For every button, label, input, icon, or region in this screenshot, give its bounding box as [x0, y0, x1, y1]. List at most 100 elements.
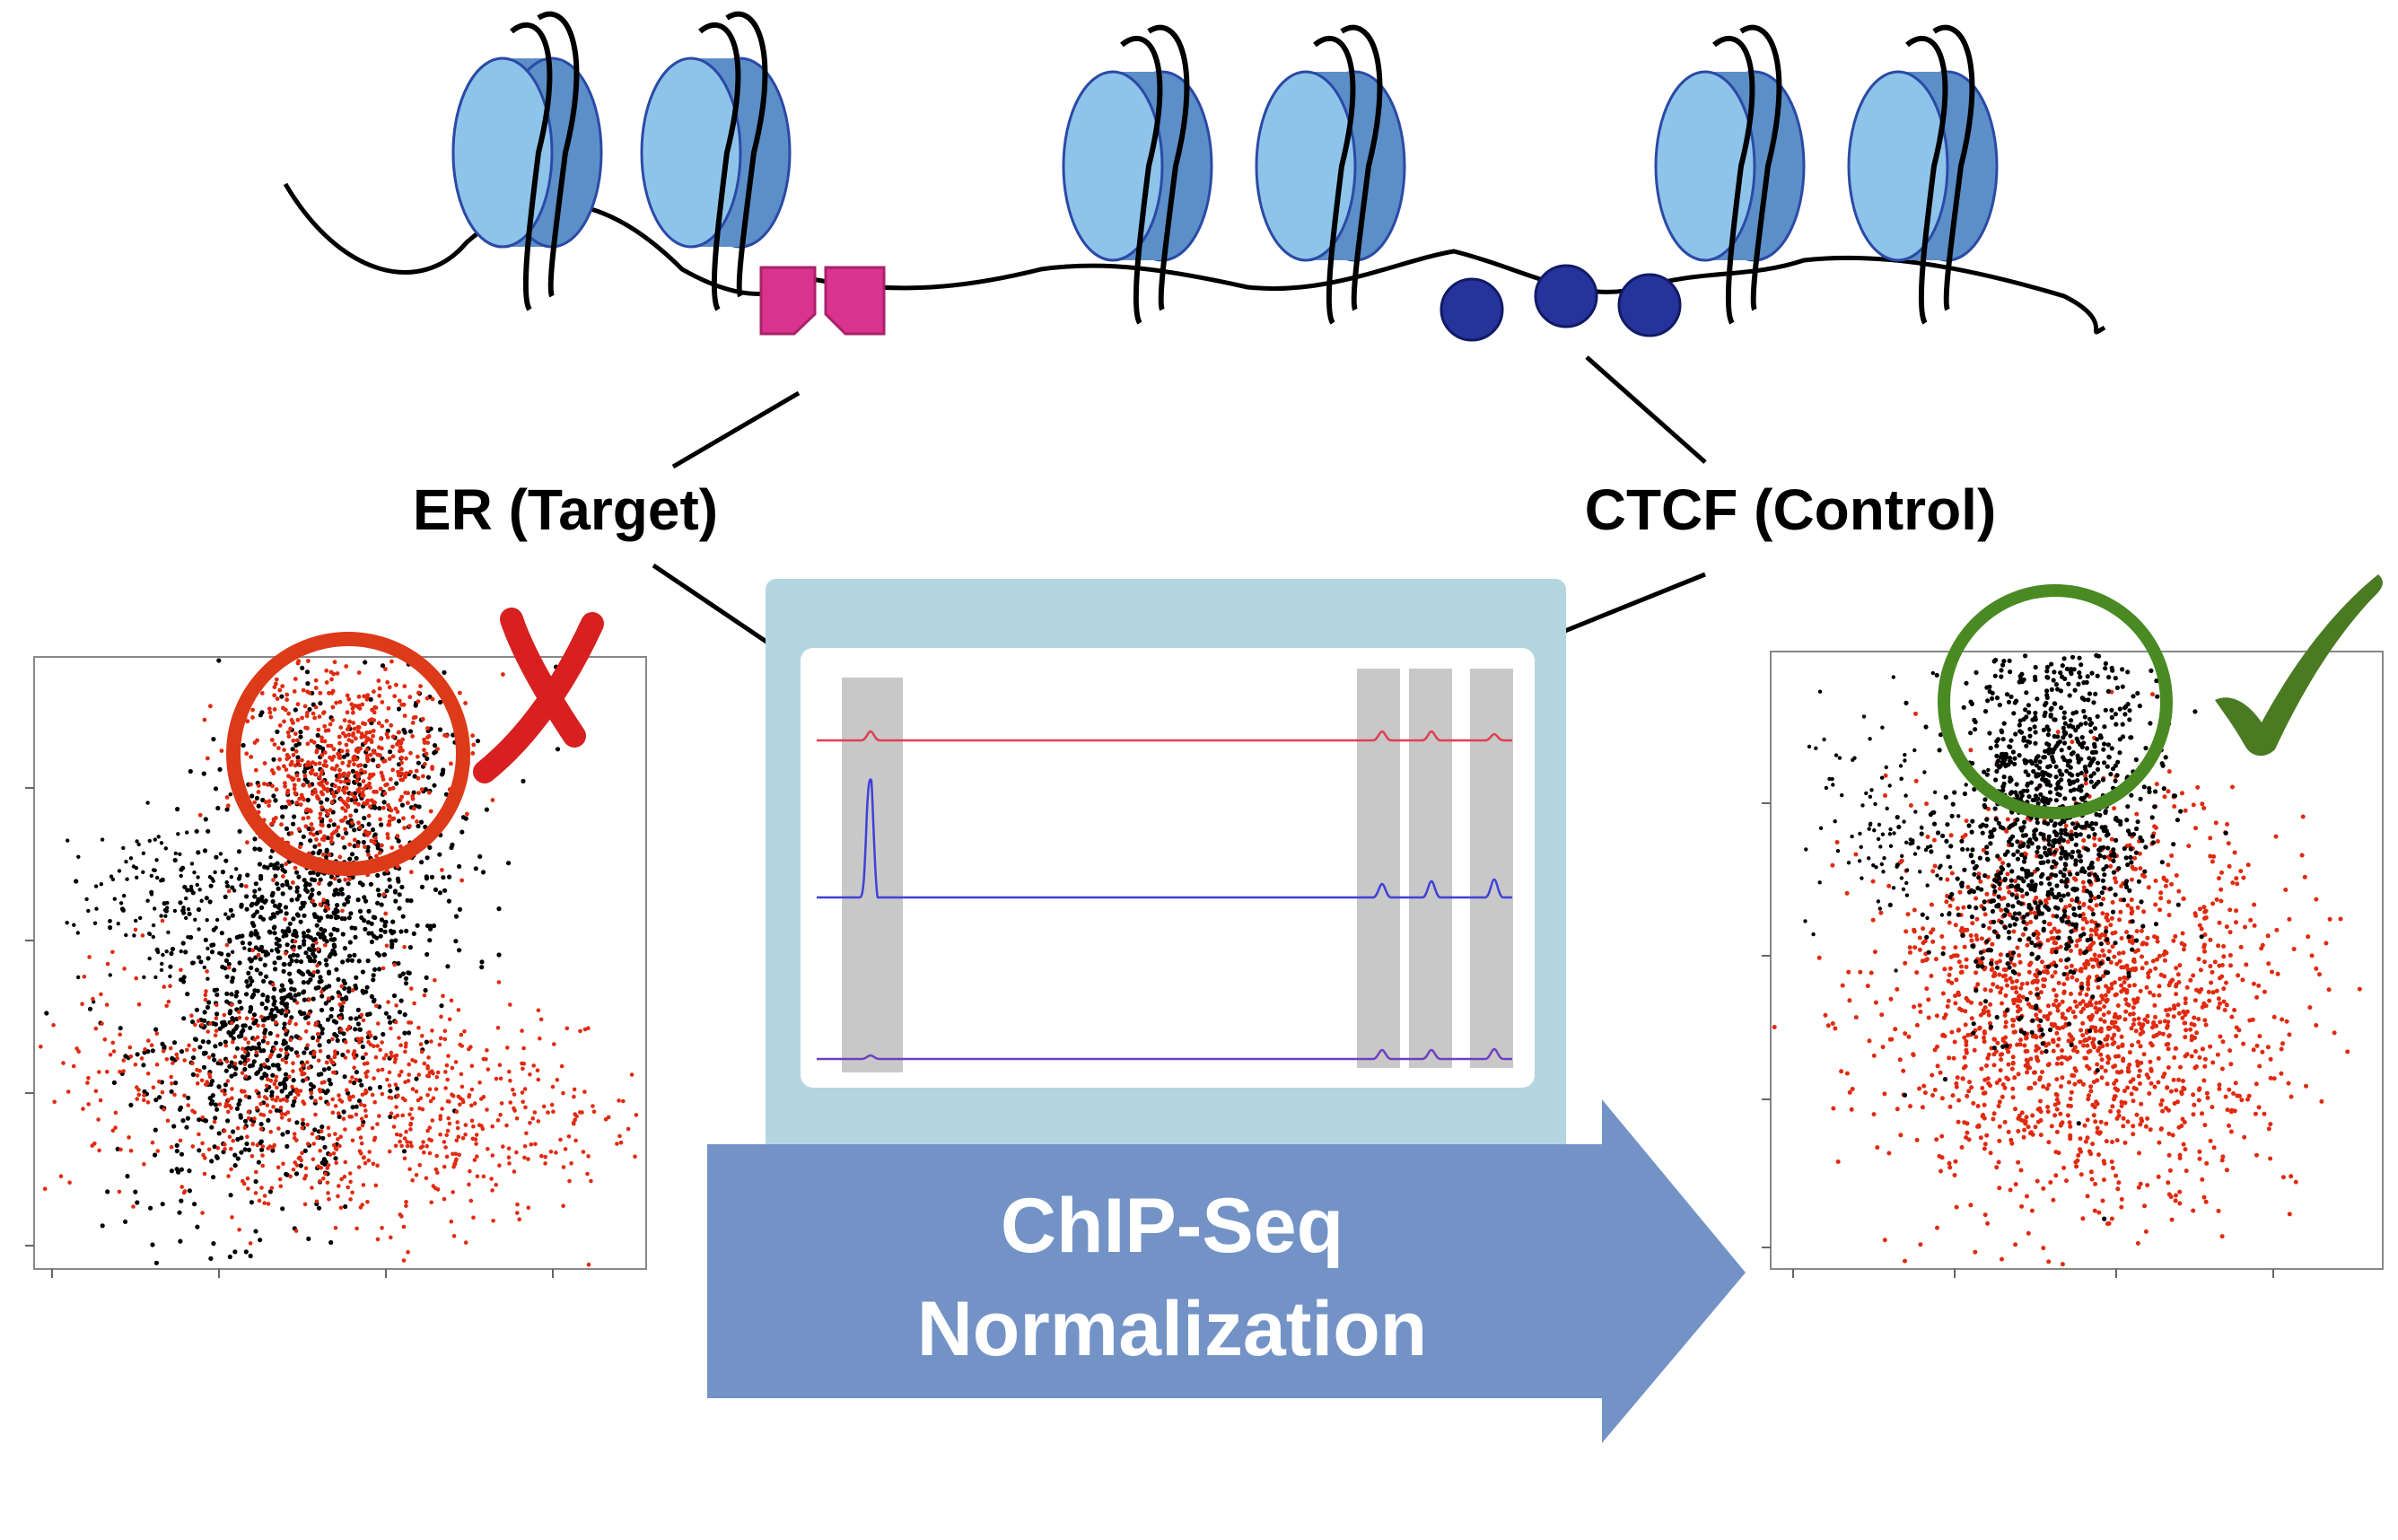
scatter-point [2030, 1034, 2035, 1039]
scatter-point [396, 818, 402, 824]
scatter-point [445, 1077, 451, 1082]
scatter-point [1945, 822, 1950, 827]
scatter-point [305, 1142, 311, 1146]
scatter-point [371, 1161, 376, 1167]
scatter-point [111, 1080, 117, 1085]
scatter-point [379, 927, 384, 932]
scatter-point [223, 1091, 227, 1097]
scatter-point [1963, 1063, 1968, 1069]
scatter-point [238, 1060, 243, 1065]
scatter-point [113, 1125, 118, 1130]
scatter-point [2214, 988, 2219, 993]
scatter-point [2059, 851, 2064, 856]
scatter-point [1945, 1004, 1950, 1009]
scatter-point [270, 983, 276, 987]
scatter-point [318, 701, 323, 706]
scatter-point [520, 1090, 525, 1095]
scatter-point [407, 824, 412, 828]
scatter-point [352, 952, 357, 958]
scatter-point [1960, 932, 1965, 938]
scatter-point [368, 804, 372, 809]
scatter-point [2108, 959, 2114, 965]
scatter-point [2003, 1019, 2009, 1025]
scatter-point [363, 783, 369, 789]
scatter-point [2227, 863, 2232, 869]
scatter-point [2109, 1020, 2114, 1026]
scatter-point [258, 887, 262, 892]
scatter-point [117, 869, 122, 873]
scatter-point [2067, 1080, 2071, 1085]
scatter-point [226, 965, 232, 970]
scatter-point [1903, 1258, 1907, 1264]
scatter-point [384, 1053, 389, 1057]
scatter-point [223, 1039, 228, 1045]
scatter-point [185, 1047, 189, 1053]
scatter-point [2024, 1115, 2029, 1120]
scatter-point [457, 690, 462, 696]
scatter-point [2152, 1002, 2157, 1008]
scatter-point [419, 787, 424, 792]
scatter-point [206, 1029, 210, 1034]
scatter-point [254, 1106, 259, 1110]
scatter-point [248, 1253, 253, 1259]
scatter-point [617, 1133, 622, 1139]
scatter-point [452, 1161, 457, 1167]
scatter-point [376, 763, 381, 768]
scatter-point [2203, 1199, 2209, 1204]
scatter-point [203, 997, 208, 1002]
scatter-point [359, 1141, 364, 1146]
scatter-point [294, 1163, 300, 1168]
scatter-point [2105, 1042, 2110, 1047]
scatter-point [292, 1132, 297, 1136]
scatter-point [2046, 1062, 2052, 1067]
scatter-point [328, 722, 333, 727]
scatter-point [2200, 1111, 2204, 1116]
scatter-point [311, 912, 317, 917]
scatter-point [169, 950, 174, 957]
scatter-point [338, 1008, 345, 1013]
scatter-point [301, 816, 306, 821]
scatter-point [521, 778, 526, 784]
scatter-point [2116, 1109, 2122, 1114]
scatter-point [195, 1081, 200, 1086]
scatter-point [2216, 1208, 2221, 1213]
scatter-point [1880, 1045, 1886, 1050]
scatter-point [2027, 1065, 2033, 1071]
scatter-point [2074, 943, 2079, 949]
scatter-point [566, 1134, 572, 1139]
scatter-point [273, 681, 278, 687]
scatter-point [298, 730, 303, 735]
scatter-point [1921, 926, 1926, 932]
scatter-point [2038, 880, 2044, 886]
scatter-point [98, 1098, 103, 1103]
scatter-point [302, 769, 307, 774]
scatter-point [346, 727, 350, 731]
scatter-point [223, 1068, 229, 1073]
scatter-point [387, 877, 392, 882]
scatter-point [2096, 1210, 2102, 1215]
scatter-point [179, 949, 183, 954]
scatter-point [319, 978, 324, 984]
scatter-point [284, 1028, 288, 1033]
scatter-point [2174, 982, 2179, 987]
scatter-point [411, 931, 416, 936]
scatter-point [1895, 1107, 1900, 1112]
scatter-point [489, 1177, 494, 1181]
scatter-point [226, 1174, 231, 1178]
scatter-point [481, 1174, 486, 1179]
scatter-point [322, 750, 328, 755]
scatter-point [1901, 1068, 1906, 1073]
scatter-point [164, 949, 169, 954]
scatter-point [2000, 1037, 2006, 1042]
scatter-point [365, 833, 370, 837]
scatter-point [260, 899, 265, 904]
scatter-point [363, 734, 368, 739]
scatter-point [1991, 884, 1997, 889]
scatter-point [315, 947, 320, 951]
scatter-point [438, 699, 443, 705]
scatter-point [242, 1089, 247, 1094]
scatter-before-ticks [25, 787, 554, 1278]
scatter-point [2197, 1086, 2202, 1091]
scatter-point [2064, 965, 2070, 970]
scatter-point [2166, 789, 2171, 794]
